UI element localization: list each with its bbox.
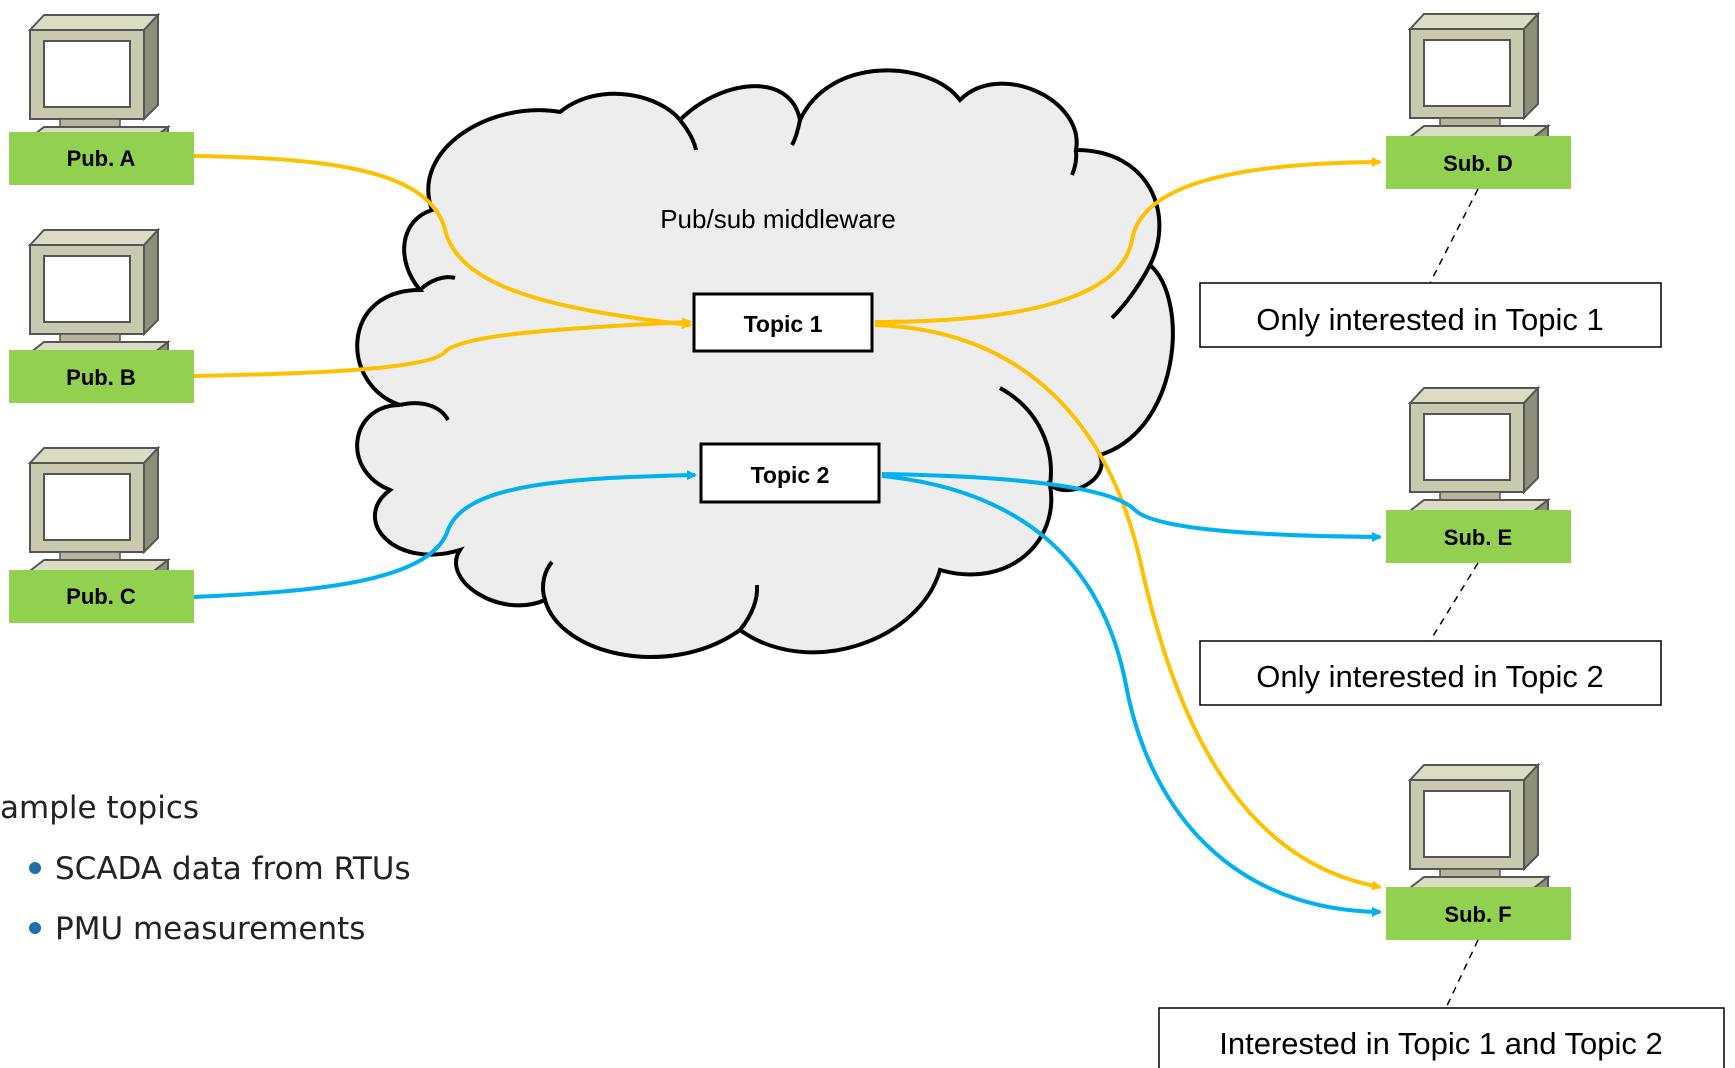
note-subscriber-f: Interested in Topic 1 and Topic 2 xyxy=(1158,1007,1725,1068)
topic1-flows xyxy=(193,154,1382,891)
publisher-a-label: Pub. A xyxy=(67,146,136,171)
note-d-text: Only interested in Topic 1 xyxy=(1256,302,1604,337)
flow-topic1-subF xyxy=(874,323,1382,891)
subscriber-d-label: Sub. D xyxy=(1443,151,1513,176)
note-e-text: Only interested in Topic 2 xyxy=(1256,659,1604,694)
flow-topic2-subF xyxy=(881,474,1382,917)
publisher-c: Pub. C xyxy=(9,447,194,623)
flow-topic2-subE xyxy=(881,472,1382,542)
bullet-dot-icon xyxy=(29,862,41,874)
bullet-dot-icon xyxy=(29,922,41,934)
example-topic-item: SCADA data from RTUs xyxy=(55,851,411,887)
publisher-b-label: Pub. B xyxy=(66,365,136,390)
subscriber-e: Sub. E xyxy=(1386,387,1571,563)
topic-2-box: Topic 2 xyxy=(699,442,881,504)
flow-topic1-subD xyxy=(874,157,1382,324)
topic2-flows xyxy=(193,470,1382,917)
flow-pubC-topic2 xyxy=(193,470,697,599)
note-subscriber-e: Only interested in Topic 2 xyxy=(1199,640,1662,706)
middleware-cloud: Pub/sub middleware xyxy=(355,68,1175,659)
middleware-label: Pub/sub middleware xyxy=(660,204,896,234)
example-topic-item: PMU measurements xyxy=(55,911,365,947)
example-topics-heading: ample topics xyxy=(0,790,199,826)
subscriber-d: Sub. D xyxy=(1386,13,1571,189)
publisher-b: Pub. B xyxy=(9,229,194,403)
note-connectors xyxy=(1429,188,1479,1011)
subscriber-e-label: Sub. E xyxy=(1444,525,1512,550)
topic-2-label: Topic 2 xyxy=(751,462,830,488)
flow-pubB-topic1 xyxy=(193,317,692,378)
note-f-text: Interested in Topic 1 and Topic 2 xyxy=(1219,1026,1663,1061)
publisher-c-label: Pub. C xyxy=(66,584,136,609)
publisher-a: Pub. A xyxy=(9,14,194,185)
topic-1-label: Topic 1 xyxy=(744,311,823,337)
flow-pubA-topic1 xyxy=(193,154,692,330)
subscriber-f-label: Sub. F xyxy=(1444,902,1511,927)
topic-1-box: Topic 1 xyxy=(692,292,874,353)
example-topics: ample topics SCADA data from RTUs PMU me… xyxy=(0,790,411,947)
note-subscriber-d: Only interested in Topic 1 xyxy=(1199,282,1662,348)
subscriber-f: Sub. F xyxy=(1386,764,1571,940)
